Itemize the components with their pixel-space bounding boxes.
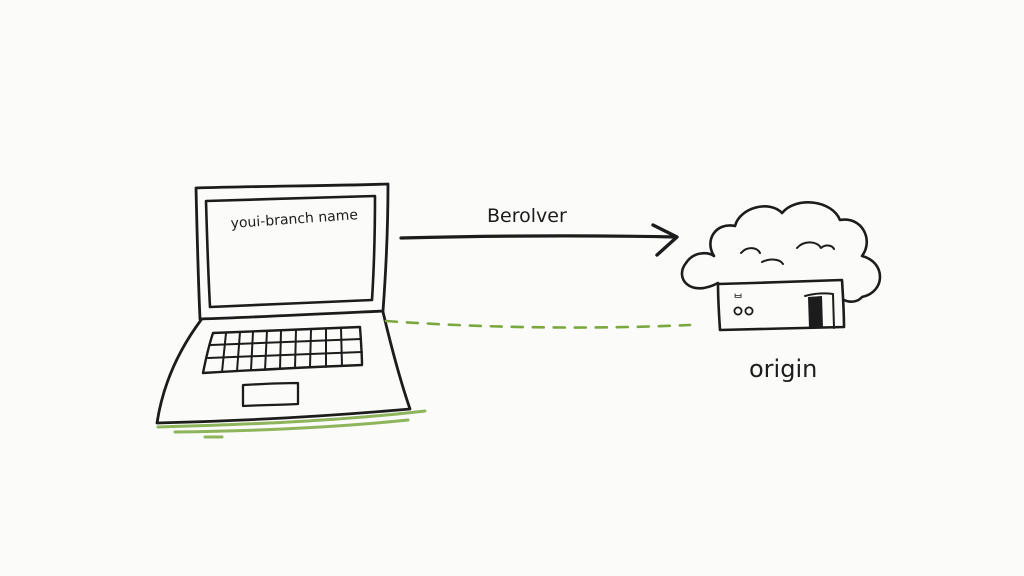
push-arrow-line <box>399 234 677 240</box>
arrow-right-icon: Berolver <box>399 205 679 257</box>
server-door <box>808 296 823 328</box>
arrow-label: Berolver <box>487 205 567 227</box>
server-dot-left <box>733 306 743 316</box>
laptop-keyboard-rows <box>207 338 363 359</box>
server-mark-top: ᄇ <box>733 292 743 305</box>
origin-label: origin <box>749 355 817 383</box>
branch-name-label: youi-branch name <box>230 207 358 232</box>
server-dot-right <box>744 306 754 316</box>
laptop-shadow <box>156 409 427 439</box>
server-door-frame <box>804 292 835 329</box>
push-arrow-head <box>651 223 679 257</box>
laptop-screen <box>204 194 377 309</box>
cloud-server-icon: ᄇ origin <box>680 201 882 383</box>
laptop-base <box>155 310 412 425</box>
laptop-lid <box>194 182 390 321</box>
laptop-keyboard-cols <box>221 327 343 373</box>
dashed-connection <box>384 319 692 329</box>
laptop-icon: youi-branch name <box>155 182 427 439</box>
cloud-outline <box>680 201 882 303</box>
cloud-detail <box>740 241 835 265</box>
laptop-trackpad <box>241 381 300 408</box>
server-box <box>716 278 846 332</box>
